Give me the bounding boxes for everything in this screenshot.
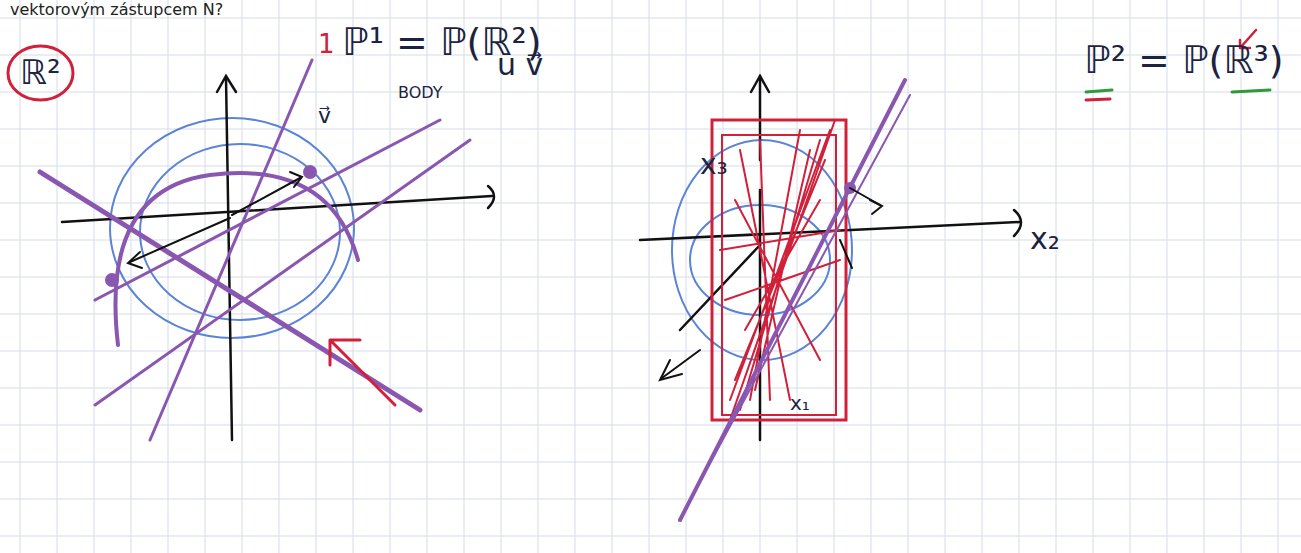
plane-sketch <box>40 60 494 440</box>
space-sketch <box>640 76 1021 520</box>
line-number: 1 <box>318 30 335 59</box>
axis-label: x₁ <box>790 392 810 414</box>
circled-label: ℝ² <box>6 44 75 102</box>
formula: ℙ² = ℙ(ℝ³) <box>1084 40 1284 82</box>
axis-label: x₃ <box>700 150 728 181</box>
heading-fragment: vektorovým zástupcem N? <box>10 1 223 19</box>
space-name: ℝ² <box>6 44 75 91</box>
note: BODY <box>398 84 443 102</box>
vector-label: u v⃗ <box>497 48 543 81</box>
axis-label: x₂ <box>1030 222 1060 255</box>
vector-label: v⃗ <box>318 104 331 128</box>
